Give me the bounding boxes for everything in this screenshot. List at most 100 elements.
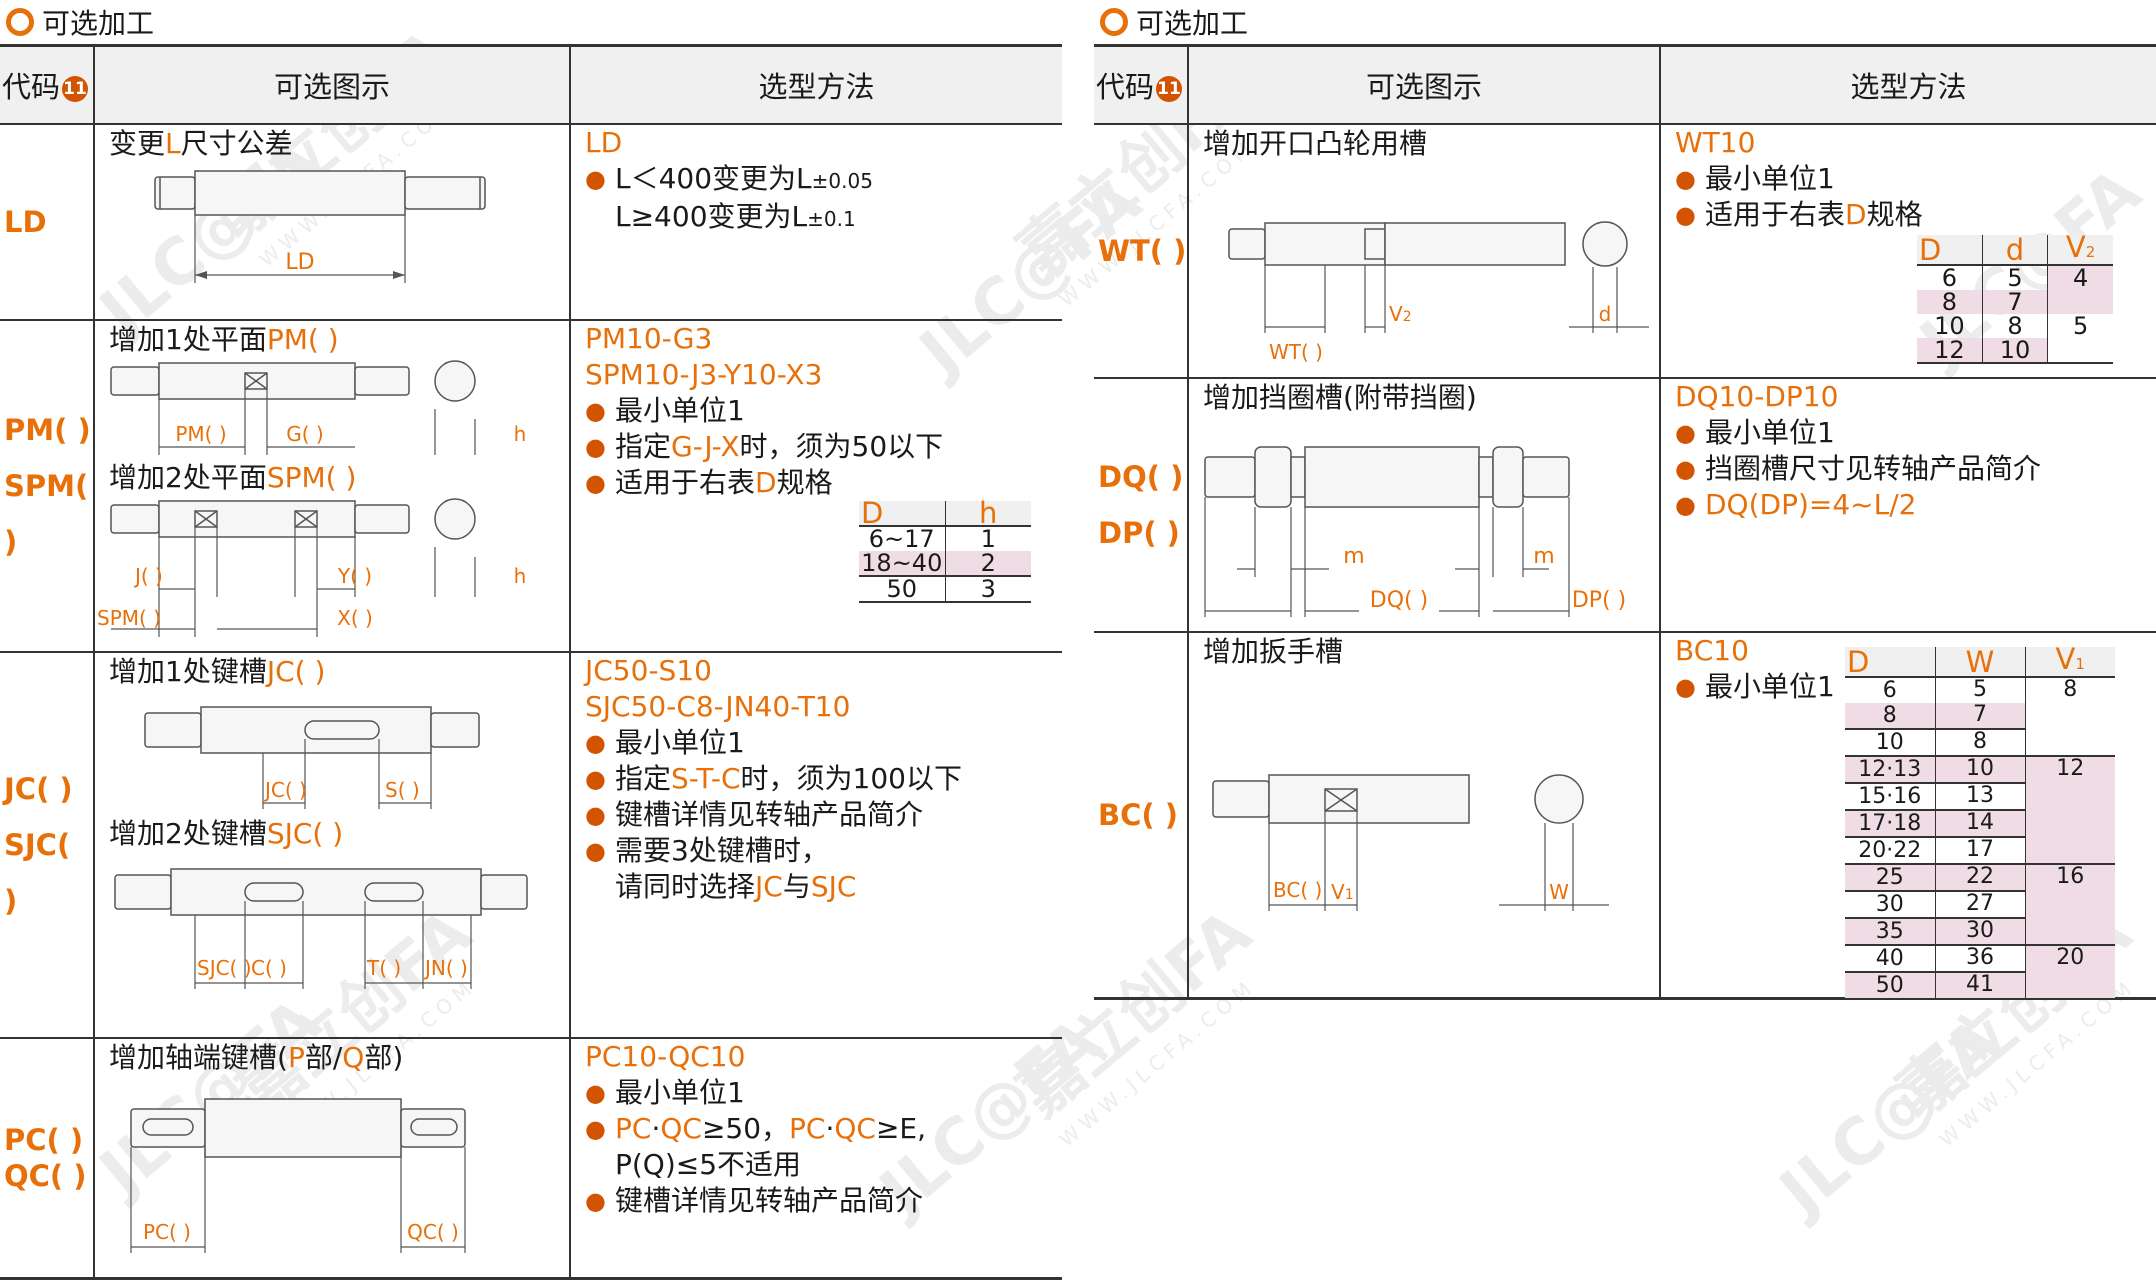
bullet: ●最小单位1 [585,1076,745,1109]
dim-label: W [1549,880,1569,904]
dim-label: J( ) [133,564,163,588]
dim-label: m [1343,544,1364,569]
dim-label: QC( ) [407,1220,459,1244]
bullet-icon: ● [585,1115,606,1143]
figure-title: 增加挡圈槽(附带挡圈) [1203,381,1477,414]
bullet: ●L＜400变更为L±0.05 [571,161,1062,199]
shaft-diagram-sjc: SJC( ) C( ) T( ) JN( ) [114,868,528,989]
figure-title: 增加1处键槽JC( ) [109,655,326,688]
header-method: 选型方法 [1659,45,2156,125]
row-pm: PM( ) SPM( ) 增加1处平面PM( ) [0,319,1062,652]
header-method: 选型方法 [569,45,1062,125]
method-code: PM10-G3 [585,322,713,355]
code-spm: SPM( ) [4,469,89,559]
figure-title: 增加轴端键槽(P部/Q部) [109,1041,404,1074]
figure-title: 增加2处平面SPM( ) [109,461,357,494]
bullet-icon: ● [585,729,606,757]
ring-icon [6,8,34,36]
code-bc: BC( ) [1098,797,1178,832]
badge-icon: 11 [62,76,89,102]
bullet: ●键槽详情见转轴产品简介 [585,798,924,831]
bullet: ●最小单位1 [1675,162,1835,195]
bullet-icon: ● [585,1187,606,1215]
bullet: ●需要3处键槽时， [585,834,829,867]
bullet-icon: ● [585,1079,606,1107]
dim-label: h [514,422,527,446]
bullet-icon: ● [1675,455,1696,483]
header-figure: 可选图示 [93,45,570,125]
row-pc: PC( ) QC( ) 增加轴端键槽(P部/Q部) [0,1037,1062,1278]
row-ld: LD 变更L尺寸公差 LD [0,124,1062,320]
bullet-icon: ● [585,837,606,865]
shaft-diagram-pm: PM( ) G( ) h [110,360,527,455]
bullet: ●PC·QC≥50，PC·QC≥E, [585,1112,927,1145]
figure-title: 变更L尺寸公差 [109,127,293,160]
bullet-icon: ● [1675,201,1696,229]
bullet-icon: ● [585,765,606,793]
bullet: ●最小单位1 [1675,416,1835,449]
bullet-icon: ● [1675,491,1696,519]
method-code: BC10 [1675,634,1749,667]
shaft-diagram-pc: PC( ) QC( ) [130,1098,466,1253]
figure-title: 增加1处平面PM( ) [109,323,339,356]
shaft-diagram-ld: LD [154,170,486,283]
code-jc: JC( ) [4,772,73,806]
method-code: SPM10-J3-Y10-X3 [585,358,823,391]
code-dq: DQ( ) [1098,460,1184,494]
dim-label: DP( ) [1572,588,1626,613]
bullet: ●挡圈槽尺寸见转轴产品简介 [1675,452,2042,485]
bullet: ●指定S-T-C时，须为100以下 [585,762,962,795]
bullet-cont: P(Q)≤5不适用 [615,1148,802,1181]
dim-label: JC( ) [263,778,307,802]
bullet-icon: ● [585,397,606,425]
row-bc: BC( ) 增加扳手槽 [1094,631,2156,1000]
bullet-icon: ● [1675,165,1696,193]
dim-label: m [1533,544,1554,569]
bullet: ●适用于右表D规格 [585,466,833,499]
bullet: ●适用于右表D规格 [1675,198,1923,231]
code-wt: WT( ) [1098,234,1187,268]
dim-label: LD [285,250,314,275]
dim-label: SJC( ) [197,956,252,980]
bullet-cont: L≥400变更为L±0.1 [615,200,856,233]
dim-label: G( ) [286,422,323,446]
row-jc: JC( ) SJC( ) 增加1处键槽JC( ) JC( ) [0,651,1062,1038]
code-dp: DP( ) [1098,516,1180,550]
dim-label: S( ) [385,778,420,802]
bullet: ●键槽详情见转轴产品简介 [585,1184,924,1217]
dim-label: C( ) [251,956,287,980]
shaft-diagram-dq: m m DQ( ) DP( ) [1204,446,1626,617]
shaft-diagram-spm: J( ) Y( ) h SPM( ) X( ) [97,498,527,637]
figure-title: 增加扳手槽 [1203,635,1344,668]
method-code: SJC50-C8-JN40-T10 [585,690,851,723]
bullet-icon: ● [585,469,606,497]
method-code: PC10-QC10 [585,1040,746,1073]
figure-title: 增加2处键槽SJC( ) [109,817,344,850]
dim-label: BC( ) [1273,878,1322,902]
dim-label: Y( ) [337,564,372,588]
code-pm: PM( ) [4,413,91,447]
bullet-icon: ● [585,433,606,461]
section-heading: 可选加工 [0,0,1062,44]
bullet-cont: 请同时选择JC与SJC [615,870,857,903]
bullet-icon: ● [1675,419,1696,447]
shaft-diagram-bc: BC( ) V1 W [1212,774,1609,911]
dim-label: h [514,564,527,588]
bullet: ●DQ(DP)=4~L/2 [1675,488,1917,521]
dim-label: SPM( ) [97,606,161,630]
bullet-icon: ● [1675,673,1696,701]
row-wt: WT( ) 增加开口凸轮用槽 [1094,124,2156,378]
method-code: JC50-S10 [585,654,712,687]
figure-title: 增加开口凸轮用槽 [1203,127,1428,160]
dim-label: PM( ) [175,422,226,446]
bullet: ●最小单位1 [1675,670,1835,703]
header-figure: 可选图示 [1187,45,1660,125]
code-pc: PC( ) [4,1122,84,1157]
